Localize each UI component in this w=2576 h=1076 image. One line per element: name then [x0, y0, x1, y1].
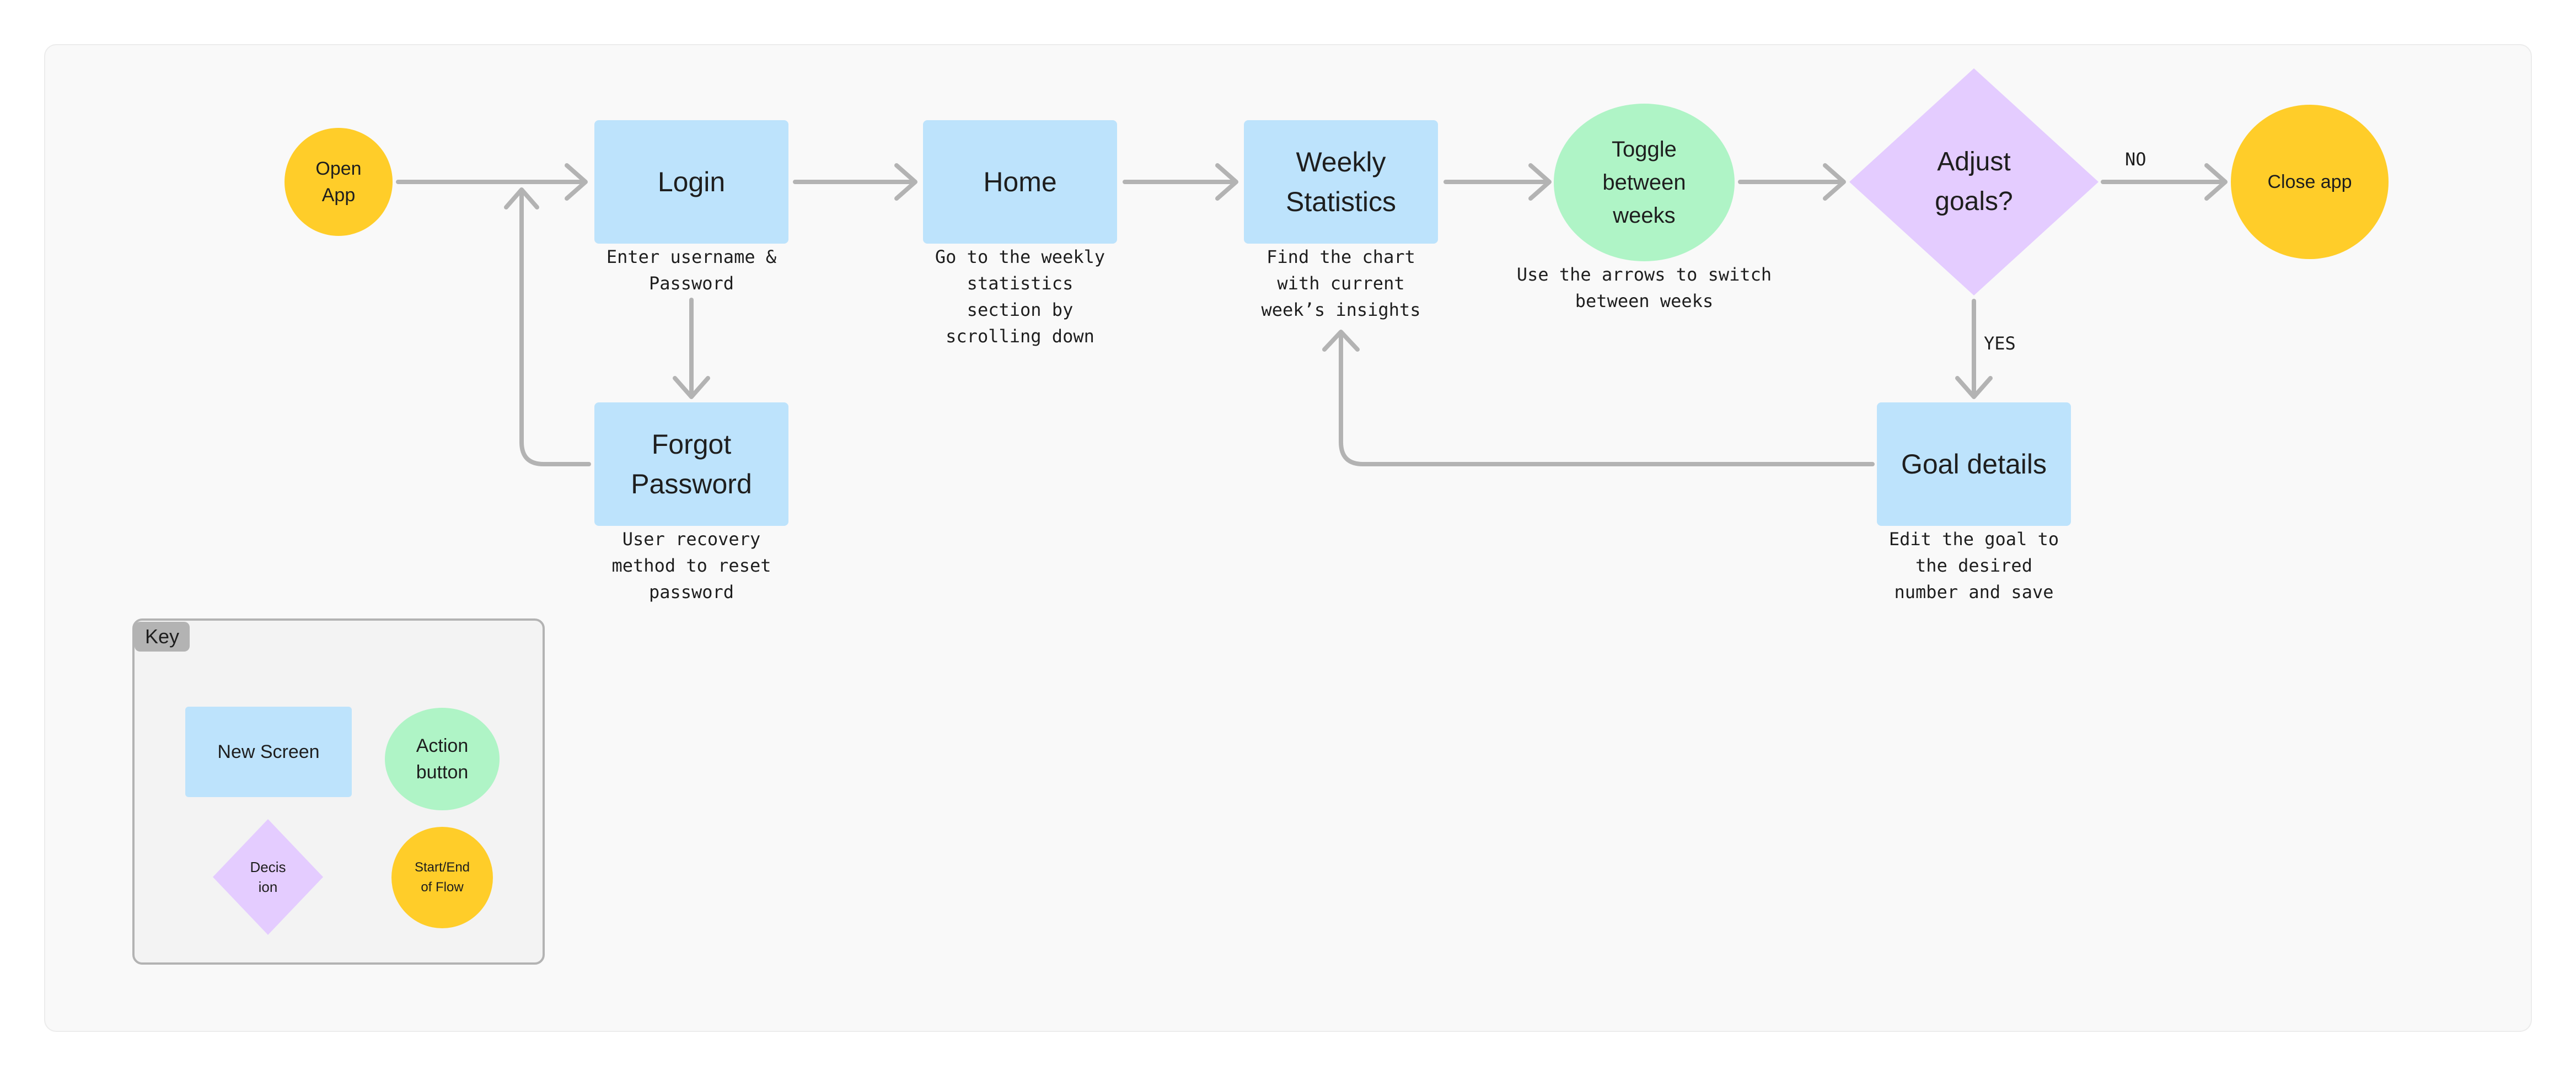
key-new-screen: New Screen: [185, 707, 352, 797]
note-toggle-weeks: Use the arrows to switch between weeks: [1516, 264, 1772, 311]
decision-label: Adjust goals?: [1935, 147, 2013, 216]
arrowhead-adjust-to-goal: [1955, 376, 1993, 399]
arrowhead-adjust-to-close: [2204, 163, 2228, 201]
node-toggle-between-weeks: Toggle between weeks: [1554, 104, 1735, 261]
note-home: Go to the weekly statistics section by s…: [935, 246, 1105, 347]
node-goal-details: Goal details: [1877, 402, 2071, 526]
node-close-app: Close app: [2231, 105, 2389, 259]
note-goal-details: Edit the goal to the desired number and …: [1888, 529, 2059, 602]
key-start-end: Start/End of Flow: [391, 827, 493, 928]
node-weekly-statistics: Weekly Statistics: [1244, 120, 1438, 244]
key-title: Key: [135, 622, 190, 652]
node-login: Login: [594, 120, 788, 244]
arrowhead-toggle-to-adjust: [1823, 163, 1846, 201]
arrowhead-login-to-home: [894, 163, 917, 201]
note-weekly-statistics: Find the chart with current week’s insig…: [1261, 246, 1421, 320]
arrowhead-open-to-login: [565, 163, 588, 201]
arrowhead-forgot-to-login: [504, 187, 539, 209]
key-decision-label: Decis ion: [250, 859, 286, 895]
arrowhead-login-to-forgot: [673, 376, 710, 399]
key-decision: Decis ion: [213, 819, 323, 935]
arrowhead-weekly-to-toggle: [1528, 163, 1552, 201]
arrowhead-goal-to-weekly: [1322, 330, 1360, 352]
note-login: Enter username & Password: [606, 246, 777, 294]
edge-label-no: NO: [2125, 149, 2146, 170]
node-forgot-password: Forgot Password: [594, 402, 788, 526]
arrowhead-home-to-weekly: [1215, 163, 1238, 201]
note-forgot-password: User recovery method to reset password: [611, 529, 771, 602]
node-open-app: Open App: [285, 128, 393, 236]
arrow-forgot-to-login: [519, 190, 591, 466]
node-home: Home: [923, 120, 1117, 244]
key-action-button: Action button: [385, 708, 500, 810]
edge-label-yes: YES: [1984, 333, 2016, 354]
node-adjust-goals: Adjust goals?: [1849, 68, 2099, 295]
arrow-goal-to-weekly: [1339, 332, 1875, 466]
